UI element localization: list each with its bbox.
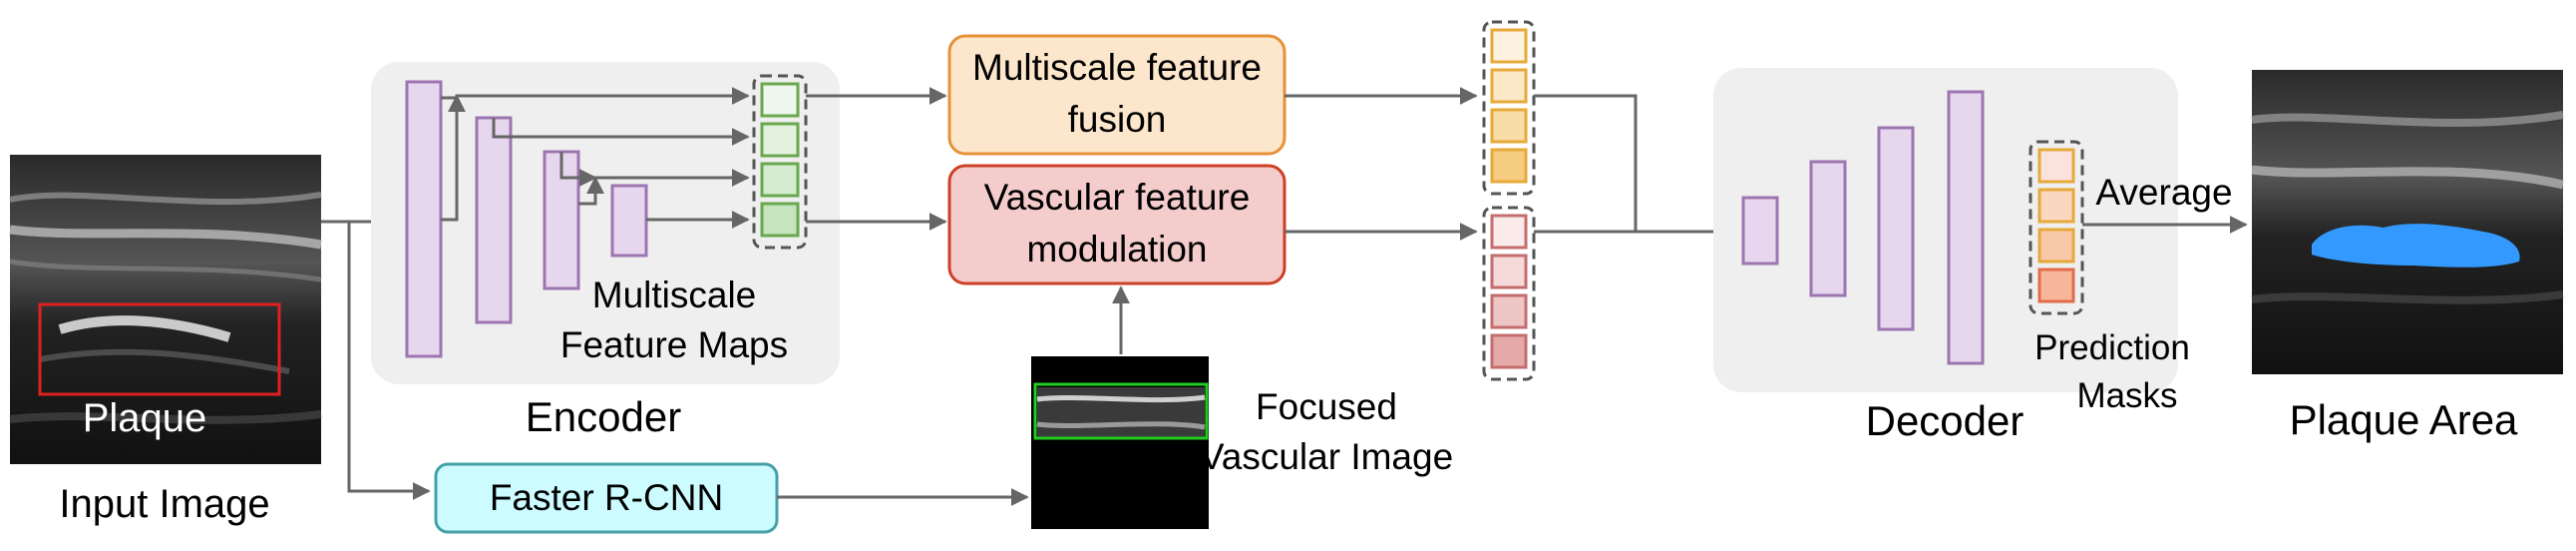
fused-feature-stack	[1482, 20, 1536, 196]
fusion-label-line2: fusion	[1068, 99, 1167, 140]
fusion-label-line1: Multiscale feature	[972, 47, 1262, 88]
vascular-feature-modulation-box	[947, 164, 1287, 285]
decoder-bars	[1741, 90, 1985, 365]
focused-label-line2: Vascular Image	[1200, 436, 1453, 477]
focused-vascular-image	[1031, 356, 1209, 529]
output-ultrasound-image	[2251, 70, 2564, 374]
modulation-label-line2: modulation	[1026, 229, 1207, 270]
encoder-skip-arrows	[441, 87, 750, 229]
decoder-label: Decoder	[1866, 397, 2024, 444]
plaque-segmentation-mask	[2312, 224, 2520, 268]
prediction-label-line2: Masks	[2076, 376, 2177, 415]
input-ultrasound-image	[9, 155, 322, 464]
plaque-bounding-box	[38, 302, 281, 396]
arrow-input-to-faster-rcnn	[347, 222, 431, 500]
plaque-label: Plaque	[83, 396, 207, 440]
modulated-feature-stack	[1482, 206, 1536, 381]
faster-rcnn-label: Faster R-CNN	[490, 477, 723, 518]
average-label: Average	[2095, 172, 2232, 213]
merge-lines	[1534, 94, 1638, 234]
multiscale-feature-maps-label-line1: Multiscale	[592, 275, 757, 315]
prediction-masks-stack	[2028, 140, 2084, 315]
prediction-label-line1: Prediction	[2034, 328, 2190, 367]
multiscale-feature-maps	[752, 74, 808, 250]
input-image-label: Input Image	[59, 482, 269, 526]
multiscale-feature-maps-label-line2: Feature Maps	[560, 324, 788, 365]
focus-bounding-box	[1033, 382, 1209, 440]
modulation-label-line1: Vascular feature	[984, 177, 1251, 218]
focused-label-line1: Focused	[1256, 386, 1397, 427]
plaque-area-label: Plaque Area	[2290, 396, 2518, 443]
encoder-label: Encoder	[526, 393, 681, 440]
